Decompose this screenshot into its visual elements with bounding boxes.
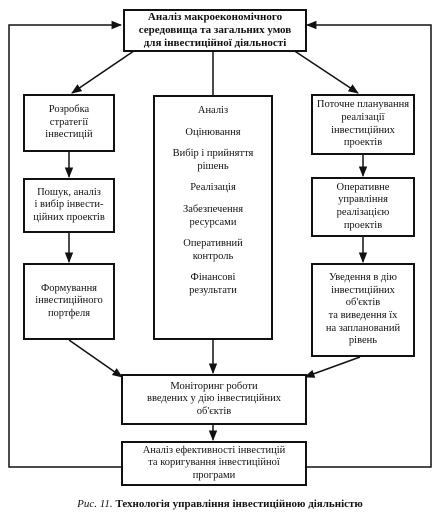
function-results: Фінансові результати [189, 272, 237, 297]
arrow-right-to-monitoring [304, 356, 361, 378]
strategy-line-1: Розробка [48, 104, 90, 116]
function-implementation-text: Реалізація [190, 182, 236, 194]
commissioning-line-6: рівень [348, 335, 378, 347]
strategy-line-3: інвестицій [45, 129, 93, 141]
operational-management-box: Оперативне управління реалізацією проект… [311, 177, 415, 237]
function-results-text-1: Фінансові [190, 272, 236, 284]
function-control: Оперативний контроль [183, 238, 243, 263]
function-decision: Вибір і прийняття рішень [173, 148, 254, 173]
function-control-text-1: Оперативний [183, 238, 243, 250]
feedback-right-loop [305, 20, 432, 468]
current-planning-box: Поточне планування реалізації інвестицій… [311, 94, 415, 155]
function-results-text-2: результати [189, 284, 237, 296]
efficiency-line-2: та коригування інвестиційної програми [148, 457, 280, 481]
planning-line-1: Поточне планування [316, 99, 410, 111]
function-resources-text-2: ресурсами [189, 216, 237, 228]
function-resources-text-1: Забезпечення [182, 203, 244, 215]
commissioning-line-3: об'єктів [345, 297, 381, 309]
function-decision-text-1: Вибір і прийняття [172, 148, 254, 160]
operational-line-2: управління [338, 194, 388, 206]
macro-analysis-line-1: Аналіз макроекономічного [147, 10, 283, 23]
function-control-text-2: контроль [192, 250, 234, 262]
figure-title: Технологія управління інвестиційною діял… [115, 498, 363, 510]
function-analysis: Аналіз [198, 105, 228, 118]
figure-caption: Рис. 11. Технологія управління інвестиці… [0, 498, 440, 510]
macro-analysis-line-2: середовища та загальних умов [138, 23, 292, 36]
feedback-left-loop [8, 20, 123, 468]
management-functions-box: Аналіз Оцінювання Вибір і прийняття ріше… [153, 95, 273, 340]
portfolio-line-1: Формування [40, 282, 98, 294]
strategy-development-box: Розробка стратегії інвестицій [23, 94, 115, 152]
search-line-1: Пошук, аналіз [37, 186, 101, 198]
monitoring-line-3: об'єктів [196, 405, 232, 417]
function-resources: Забезпечення ресурсами [183, 204, 243, 229]
efficiency-analysis-box: Аналіз ефективності інвестицій та коригу… [121, 441, 307, 486]
strategy-line-2: стратегії [49, 116, 89, 128]
planning-line-4: проектів [343, 137, 383, 149]
planning-line-3: інвестиційних [331, 124, 395, 136]
arrow-left-to-monitoring [68, 339, 123, 378]
function-evaluation: Оцінювання [185, 127, 240, 140]
macro-analysis-box: Аналіз макроекономічного середовища та з… [123, 9, 307, 52]
monitoring-line-2: введених у дію інвестиційних [147, 393, 281, 405]
function-implementation: Реалізація [190, 182, 236, 195]
portfolio-line-3: портфеля [47, 307, 91, 319]
commissioning-line-4: та виведення їх [328, 310, 398, 321]
project-search-box: Пошук, аналіз і вибір інвести- ційних пр… [23, 178, 115, 233]
function-analysis-text: Аналіз [197, 105, 229, 116]
operational-line-3: реалізацією [336, 207, 390, 218]
commissioning-line-5: на запланований [325, 322, 401, 334]
efficiency-line-1: Аналіз ефективності інвестицій [142, 444, 286, 456]
macro-analysis-line-3: для інвестиційної діяльності [143, 37, 287, 50]
commissioning-box: Уведення в дію інвестиційних об'єктів та… [311, 263, 415, 357]
monitoring-box: Моніторинг роботи введених у дію інвести… [121, 374, 307, 425]
search-line-3: ційних проектів [33, 211, 105, 223]
portfolio-formation-box: Формування інвестиційного портфеля [23, 263, 115, 340]
operational-line-4: проектів [343, 219, 383, 231]
search-line-2: і вибір інвести- [34, 199, 104, 211]
commissioning-line-2: інвестиційних [331, 284, 395, 296]
figure-label: Рис. 11. [77, 498, 113, 510]
operational-line-1: Оперативне [336, 181, 390, 193]
function-decision-text-2: рішень [197, 160, 229, 172]
planning-line-2: реалізації [341, 111, 385, 123]
commissioning-line-1: Уведення в дію [328, 272, 398, 284]
function-evaluation-text: Оцінювання [185, 126, 241, 138]
monitoring-line-1: Моніторинг роботи [170, 380, 258, 392]
portfolio-line-2: інвестиційного [35, 295, 103, 307]
